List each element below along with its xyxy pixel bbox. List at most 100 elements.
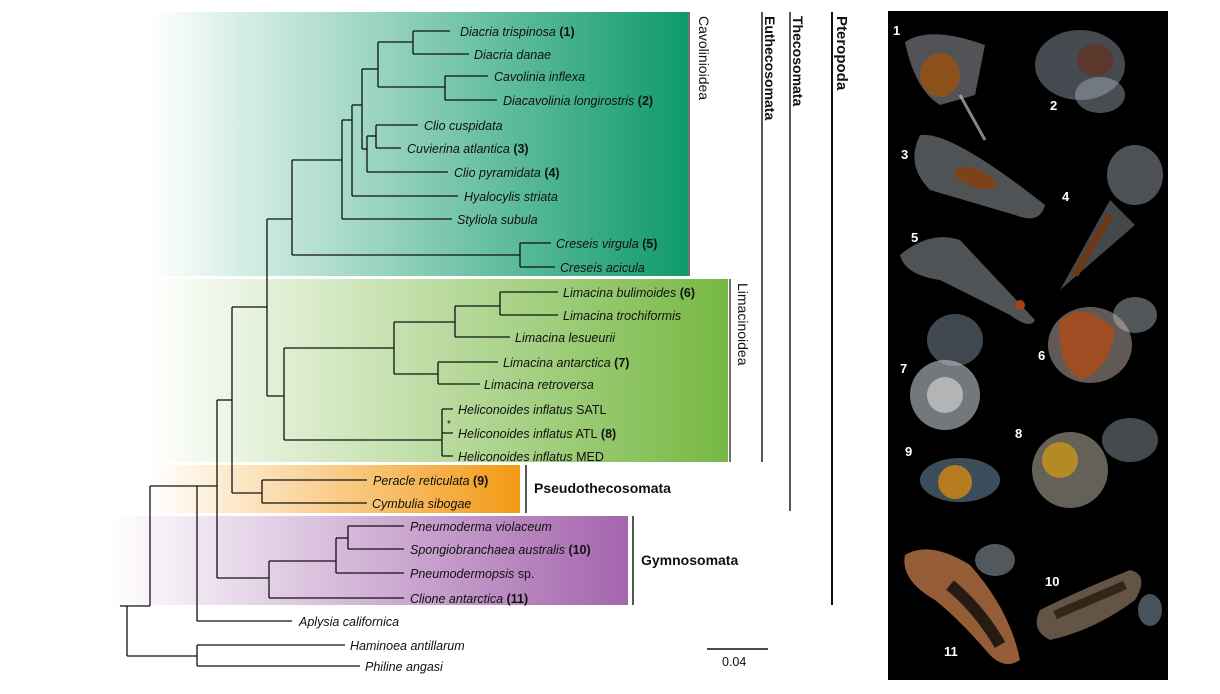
photo-reference-tag: (4) — [541, 166, 560, 180]
taxon-name: Heliconoides inflatus — [458, 403, 573, 417]
taxon-name: Diacria trispinosa — [460, 25, 556, 39]
photo-reference-tag: (10) — [565, 543, 591, 557]
taxon-label: Spongiobranchaea australis (10) — [410, 543, 591, 557]
taxon-label: Pneumoderma violaceum — [410, 520, 552, 534]
taxon-name: Philine angasi — [365, 660, 444, 674]
taxon-label: Cymbulia sibogae — [372, 497, 471, 511]
taxon-name: Limacina bulimoides — [563, 286, 676, 300]
taxon-labels: Diacria trispinosa (1) Diacria danaeCavol… — [298, 25, 695, 674]
taxon-label: Philine angasi — [365, 660, 444, 674]
taxon-name: Creseis acicula — [560, 261, 645, 275]
taxon-name: Creseis virgula — [556, 237, 639, 251]
cavolinioidea-panel — [150, 12, 688, 276]
taxon-label: Creseis acicula — [560, 261, 645, 275]
taxon-label: Limacina retroversa — [484, 378, 594, 392]
tree-branches — [120, 30, 558, 667]
photo-reference-tag: (5) — [639, 237, 658, 251]
taxon-label: Clio cuspidata — [424, 119, 503, 133]
taxon-label: Clio pyramidata (4) — [454, 166, 560, 180]
specimen-4-image — [1060, 145, 1163, 290]
photo-reference-tag: (9) — [470, 474, 489, 488]
taxon-label: Limacina bulimoides (6) — [563, 286, 695, 300]
taxon-name: Limacina trochiformis — [563, 309, 681, 323]
photo-reference-tag: (3) — [510, 142, 529, 156]
photo-number-4: 4 — [1062, 189, 1070, 204]
taxon-name: Styliola subula — [457, 213, 538, 227]
photo-reference-tag: (1) — [556, 25, 575, 39]
taxon-name: Pneumodermopsis — [410, 567, 514, 581]
taxon-name: Heliconoides inflatus — [458, 427, 573, 441]
photo-number-1: 1 — [893, 23, 900, 38]
taxon-label: Cuvierina atlantica (3) — [407, 142, 529, 156]
pseudothecosomata-panel — [150, 465, 520, 513]
specimen-6-image — [1048, 297, 1157, 383]
specimen-9-image — [920, 458, 1000, 502]
specimen-1-image — [905, 34, 987, 141]
taxon-label: Heliconoides inflatus SATL — [458, 403, 607, 417]
limacinoidea-label: Limacinoidea — [735, 283, 751, 366]
taxon-name: Heliconoides inflatus — [458, 450, 573, 464]
taxon-label: Limacina lesueurii — [515, 331, 616, 345]
taxon-label: Heliconoides inflatus MED — [458, 450, 604, 464]
specimen-photo-panel: 1 2 3 4 5 6 7 8 9 10 11 — [888, 11, 1168, 680]
taxon-suffix: ATL — [573, 427, 598, 441]
node-marker: * — [447, 419, 451, 430]
taxon-name: Aplysia californica — [298, 615, 399, 629]
taxon-label: Diacria danae — [474, 48, 551, 62]
specimen-11-image — [904, 544, 1020, 664]
taxon-name: Clione antarctica — [410, 592, 503, 606]
taxon-suffix: SATL — [573, 403, 607, 417]
taxon-name: Diacria danae — [474, 48, 551, 62]
taxon-name: Diacavolinia longirostris — [503, 94, 634, 108]
taxon-name: Limacina antarctica — [503, 356, 611, 370]
taxon-name: Clio cuspidata — [424, 119, 503, 133]
taxon-name: Clio pyramidata — [454, 166, 541, 180]
taxon-name: Haminoea antillarum — [350, 639, 465, 653]
taxon-label: Peracle reticulata (9) — [373, 474, 488, 488]
photo-number-9: 9 — [905, 444, 912, 459]
taxon-label: Haminoea antillarum — [350, 639, 465, 653]
taxon-name: Limacina lesueurii — [515, 331, 616, 345]
taxon-label: Clione antarctica (11) — [410, 592, 528, 606]
photo-number-10: 10 — [1045, 574, 1059, 589]
specimen-10-image — [1036, 570, 1162, 640]
taxon-label: Hyalocylis striata — [464, 190, 558, 204]
taxon-suffix: sp. — [514, 567, 534, 581]
scale-bar-label: 0.04 — [722, 655, 746, 669]
taxon-label: Limacina antarctica (7) — [503, 356, 629, 370]
taxon-suffix: MED — [573, 450, 604, 464]
limacinoidea-panel — [150, 279, 728, 462]
gymnosomata-label: Gymnosomata — [641, 552, 738, 568]
specimen-2-image — [1035, 30, 1125, 113]
cavolinioidea-label: Cavolinioidea — [696, 16, 712, 100]
photo-reference-tag: (2) — [634, 94, 653, 108]
taxon-label: Diacavolinia longirostris (2) — [503, 94, 653, 108]
specimen-3-image — [914, 134, 1045, 219]
thecosomata-label: Thecosomata — [790, 16, 806, 106]
photo-reference-tag: (8) — [597, 427, 616, 441]
euthecosomata-label: Euthecosomata — [762, 16, 778, 120]
photo-number-6: 6 — [1038, 348, 1045, 363]
pteropoda-label: Pteropoda — [833, 16, 850, 91]
taxon-name: Cuvierina atlantica — [407, 142, 510, 156]
taxon-label: Heliconoides inflatus ATL (8) — [458, 427, 616, 441]
taxon-name: Hyalocylis striata — [464, 190, 558, 204]
taxon-name: Limacina retroversa — [484, 378, 594, 392]
taxon-name: Cymbulia sibogae — [372, 497, 471, 511]
photo-number-7: 7 — [900, 361, 907, 376]
taxon-label: Creseis virgula (5) — [556, 237, 657, 251]
photo-number-2: 2 — [1050, 98, 1057, 113]
taxon-name: Spongiobranchaea australis — [410, 543, 565, 557]
taxon-name: Peracle reticulata — [373, 474, 470, 488]
taxon-label: Cavolinia inflexa — [494, 70, 585, 84]
taxon-name: Pneumoderma violaceum — [410, 520, 552, 534]
photo-number-8: 8 — [1015, 426, 1022, 441]
specimen-7-image — [910, 314, 983, 430]
photo-reference-tag: (7) — [611, 356, 630, 370]
photo-number-3: 3 — [901, 147, 908, 162]
gymnosomata-panel — [110, 516, 628, 605]
photo-number-5: 5 — [911, 230, 918, 245]
taxon-label: Aplysia californica — [298, 615, 399, 629]
taxon-name: Cavolinia inflexa — [494, 70, 585, 84]
